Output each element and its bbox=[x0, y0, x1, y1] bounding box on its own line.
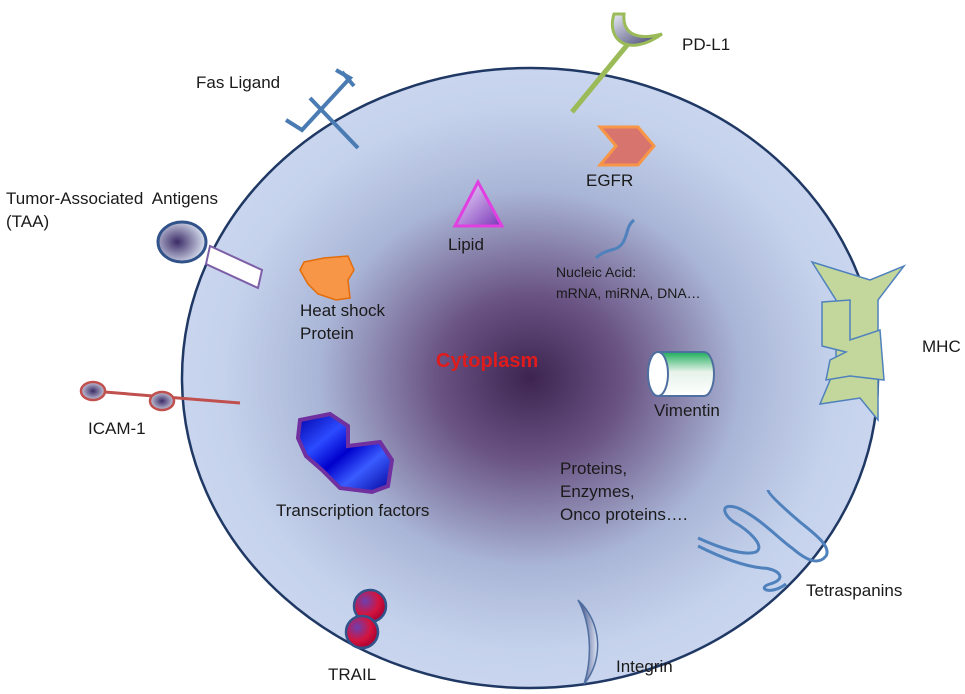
nucleic-acid-icon bbox=[594, 218, 636, 260]
transcription-factors-label: Transcription factors bbox=[276, 501, 430, 520]
vimentin-icon bbox=[647, 351, 715, 397]
cell-membrane bbox=[180, 66, 880, 690]
heat-shock-protein-icon bbox=[299, 255, 355, 301]
transcription-factors-icon bbox=[295, 411, 395, 495]
pd-l1-label: PD-L1 bbox=[682, 35, 731, 54]
taa-icon bbox=[156, 220, 264, 290]
fas-ligand-icon bbox=[284, 68, 360, 150]
mhc-label: MHC bbox=[922, 337, 961, 356]
lipid-icon bbox=[452, 178, 505, 228]
tetraspanins-label: Tetraspanins bbox=[806, 581, 903, 600]
icam-1-label: ICAM-1 bbox=[88, 419, 146, 438]
tetraspanins-icon bbox=[697, 489, 829, 592]
taa-label: Tumor-Associated Antigens (TAA) bbox=[6, 189, 218, 231]
proteins-label: Proteins, Enzymes, Onco proteins…. bbox=[560, 459, 688, 524]
integrin-label: Integrin bbox=[616, 657, 673, 676]
egfr-label: EGFR bbox=[586, 171, 634, 190]
icam-1-icon bbox=[79, 380, 241, 412]
cytoplasm-label: Cytoplasm bbox=[436, 350, 539, 372]
egfr-icon bbox=[596, 125, 656, 167]
nucleic-acid-label: Nucleic Acid: mRNA, miRNA, DNA… bbox=[556, 264, 701, 301]
vimentin-label: Vimentin bbox=[654, 401, 720, 420]
fas-ligand-label: Fas Ligand bbox=[196, 73, 281, 92]
mhc-icon bbox=[810, 260, 907, 423]
lipid-label: Lipid bbox=[448, 235, 484, 254]
trail-label: TRAIL bbox=[328, 665, 377, 684]
integrin-icon bbox=[577, 599, 599, 685]
trail-icon bbox=[344, 588, 388, 650]
heat-shock-protein-label: Heat shock Protein bbox=[300, 301, 386, 343]
pd-l1-receptor bbox=[570, 12, 663, 114]
